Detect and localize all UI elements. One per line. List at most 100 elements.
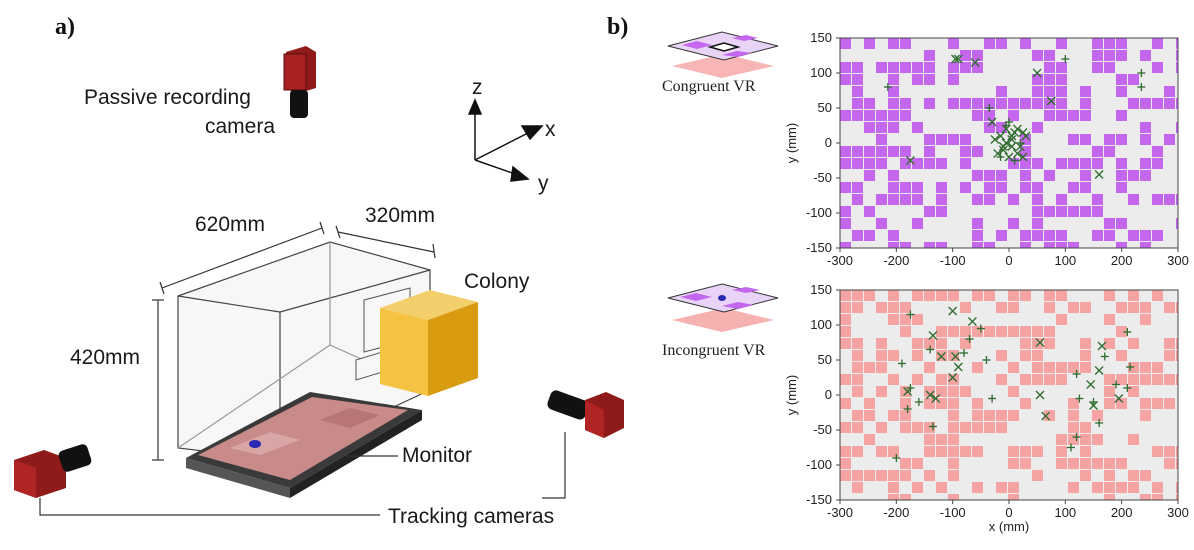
checker-tile bbox=[1140, 494, 1151, 500]
checker-tile bbox=[1068, 482, 1079, 493]
checker-tile bbox=[1044, 374, 1055, 385]
axis-y-label: y bbox=[538, 172, 549, 195]
cross-marker bbox=[925, 390, 935, 400]
checker-tile bbox=[1128, 482, 1139, 493]
checker-tile bbox=[936, 386, 947, 397]
checker-tile bbox=[948, 62, 959, 73]
checker-tile bbox=[1104, 398, 1115, 409]
checker-tile bbox=[1044, 302, 1055, 313]
checker-tile bbox=[852, 110, 863, 121]
plus-marker bbox=[1137, 83, 1146, 91]
checker-tile bbox=[1092, 458, 1103, 469]
y-axis-label: y (mm) bbox=[784, 375, 799, 415]
checker-tile bbox=[876, 218, 887, 229]
checker-tile bbox=[960, 446, 971, 457]
checker-tile bbox=[960, 134, 971, 145]
checker-tile bbox=[1092, 410, 1103, 421]
checker-tile bbox=[984, 326, 995, 337]
checker-tile bbox=[1104, 62, 1115, 73]
checker-tile bbox=[1044, 50, 1055, 61]
checker-tile bbox=[1032, 206, 1043, 217]
checker-tile bbox=[1104, 290, 1115, 301]
checker-tile bbox=[1176, 482, 1178, 493]
checker-tile bbox=[1140, 158, 1151, 169]
checker-tile bbox=[888, 374, 899, 385]
checker-tile bbox=[876, 338, 887, 349]
checker-tile bbox=[1008, 458, 1019, 469]
plus-marker bbox=[1072, 370, 1081, 378]
checker-tile bbox=[1164, 194, 1175, 205]
checker-pattern bbox=[840, 290, 1178, 500]
checker-tile bbox=[1044, 206, 1055, 217]
dim-height-label: 420mm bbox=[70, 346, 141, 369]
checker-tile bbox=[912, 182, 923, 193]
cross-marker bbox=[953, 54, 963, 64]
checker-tile bbox=[1056, 74, 1067, 85]
checker-tile bbox=[1020, 98, 1031, 109]
checker-tile bbox=[888, 110, 899, 121]
checker-tile bbox=[876, 194, 887, 205]
cross-marker bbox=[936, 352, 946, 361]
checker-tile bbox=[888, 74, 899, 85]
checker-tile bbox=[1116, 398, 1127, 409]
checker-tile bbox=[1128, 470, 1139, 481]
setup-diagram bbox=[14, 46, 624, 516]
checker-tile bbox=[888, 182, 899, 193]
checker-tile bbox=[1032, 446, 1043, 457]
checker-tile bbox=[1092, 38, 1103, 49]
checker-tile bbox=[1056, 362, 1067, 373]
checker-tile bbox=[1044, 410, 1055, 421]
checker-tile bbox=[840, 242, 851, 248]
tracking-cameras-label: Tracking cameras bbox=[388, 505, 555, 528]
x-tick-label: 200 bbox=[1111, 253, 1133, 268]
plus-marker bbox=[1010, 156, 1019, 165]
checker-tile bbox=[924, 62, 935, 73]
checker-tile bbox=[972, 422, 983, 433]
plus-marker bbox=[897, 359, 906, 368]
checker-tile bbox=[996, 230, 1007, 241]
y-tick-label: 50 bbox=[818, 352, 832, 367]
dim-length-label: 620mm bbox=[195, 213, 266, 236]
checker-tile bbox=[1164, 446, 1175, 457]
checker-tile bbox=[1152, 62, 1163, 73]
checker-tile bbox=[1104, 146, 1115, 157]
checker-tile bbox=[1176, 98, 1178, 109]
checker-tile bbox=[888, 314, 899, 325]
checker-tile bbox=[864, 206, 875, 217]
checker-tile bbox=[1176, 218, 1178, 229]
x-tick-label: -200 bbox=[883, 505, 909, 520]
checker-tile bbox=[852, 158, 863, 169]
checker-tile bbox=[948, 134, 959, 145]
cross-marker bbox=[1007, 142, 1017, 151]
cross-marker bbox=[1094, 366, 1104, 375]
checker-tile bbox=[888, 470, 899, 481]
checker-tile bbox=[876, 110, 887, 121]
checker-tile bbox=[840, 338, 851, 349]
cross-marker bbox=[1086, 380, 1096, 389]
checker-tile bbox=[936, 482, 947, 493]
cross-marker bbox=[951, 54, 960, 64]
checker-tile bbox=[1116, 110, 1127, 121]
checker-tile bbox=[1056, 242, 1067, 248]
checker-tile bbox=[912, 218, 923, 229]
checker-tile bbox=[1116, 482, 1127, 493]
passive-camera-label-line1: Passive recording bbox=[84, 86, 251, 109]
y-tick-label: 150 bbox=[810, 30, 832, 45]
dimension-lines bbox=[152, 221, 436, 461]
checker-tile bbox=[1140, 170, 1151, 181]
cross-marker bbox=[1012, 149, 1022, 158]
plus-marker bbox=[965, 335, 974, 343]
checker-tile bbox=[1068, 302, 1079, 313]
checker-tile bbox=[996, 86, 1007, 97]
checker-tile bbox=[1092, 434, 1103, 445]
x-axis-label: x (mm) bbox=[989, 519, 1029, 534]
checker-tile bbox=[948, 326, 959, 337]
passive-camera-icon bbox=[283, 46, 316, 118]
checker-tile bbox=[924, 74, 935, 85]
checker-tile bbox=[996, 302, 1007, 313]
checker-tile bbox=[900, 386, 911, 397]
checker-tile bbox=[1116, 38, 1127, 49]
checker-tile bbox=[888, 98, 899, 109]
checker-tile bbox=[996, 422, 1007, 433]
checker-tile bbox=[1032, 470, 1043, 481]
